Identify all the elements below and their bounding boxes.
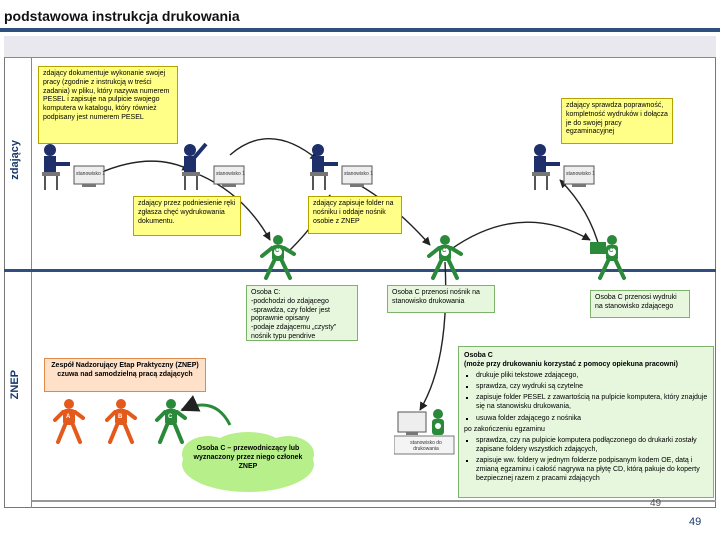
person-c-letter-1: C [275,248,280,254]
print-instructions-header: Osoba C (może przy drukowaniu korzystać … [464,352,678,369]
arrow-1 [94,160,191,176]
lane-divider [4,269,716,272]
lane-label-column [4,58,32,508]
print-instructions-item: zapisuje ww. foldery w jednym folderze p… [476,456,708,483]
person-c-walking-2 [427,235,463,280]
monitor-label-3: stanowisko 1 [344,171,373,177]
print-instructions-box: Osoba C (może przy drukowaniu korzystać … [458,346,714,498]
person-c-letter-3: C [609,248,614,254]
page-title: podstawowa instrukcja drukowania [4,8,240,24]
print-instructions-list-2: sprawdza, czy na pulpicie komputera podł… [464,436,708,483]
note-raise-hand: zdający przez podniesienie ręki zgłasza … [133,196,241,236]
print-station [394,409,455,455]
person-c-letter-2: C [442,248,447,254]
cloud-text: Osoba C – przewodniczący lub wyznaczony … [193,445,303,471]
seated-student-3 [310,144,373,190]
print-instructions-item: usuwa folder zdającego z nośnika [476,414,708,423]
page-number-inner: 49 [650,498,662,509]
seated-student-4 [532,144,595,190]
print-instructions-item: sprawdza, czy wydruki są czytelne [476,382,708,391]
arrow-2 [229,137,319,161]
monitor-label-1: stanowisko 1 [76,171,105,177]
note-document-work: zdający dokumentuje wykonanie swojej pra… [38,66,178,144]
lane-bottom-rule [32,500,716,502]
person-c-walking-1 [260,235,296,280]
page-number: 49 [689,516,702,528]
print-instructions-item: sprawdza, czy na pulpicie komputera podł… [476,436,708,454]
note-check-printouts: zdający sprawdza poprawność, kompletność… [561,98,673,144]
print-instructions-item: drukuje pliki tekstowe zdającego, [476,371,708,380]
note-znep-supervises: Zespół Nadzorujący Etap Praktyczny (ZNEP… [44,358,206,392]
note-person-c-approach: Osoba C: -podchodzi do zdającego -sprawd… [246,285,358,341]
title-rule [0,28,720,32]
arrow-8 [449,221,591,251]
print-instructions-list: drukuje pliki tekstowe zdającego, sprawd… [464,371,708,422]
seated-student-1 [42,144,105,190]
arrow-cloud [180,395,232,426]
monitor-label-2: stanowisko 1 [216,171,245,177]
print-instructions-middle: po zakończeniu egzaminu [464,425,545,433]
monitor-label-4: stanowisko 1 [566,171,595,177]
znep-member-b-letter: B [118,414,123,420]
arrow-6 [419,261,447,411]
znep-member-b [105,399,137,444]
print-instructions-item: zapisuje folder PESEL z zawartością na p… [476,393,708,411]
person-c-walking-3 [590,235,626,280]
znep-member-a [53,399,85,444]
note-carry-media: Osoba C przenosi nośnik na stanowisko dr… [387,285,495,313]
print-station-label: stanowisko do drukowania [410,440,442,452]
seated-student-2 [182,142,245,190]
note-save-folder: zdający zapisuje folder na nośniku i odd… [308,196,402,234]
znep-member-c-letter: C [168,414,173,420]
note-carry-printouts: Osoba C przenosi wydruki na stanowisko z… [590,290,690,318]
znep-member-a-letter: A [66,414,71,420]
znep-member-c [155,399,187,444]
cloud-shape [182,432,314,492]
header-band [4,36,716,58]
